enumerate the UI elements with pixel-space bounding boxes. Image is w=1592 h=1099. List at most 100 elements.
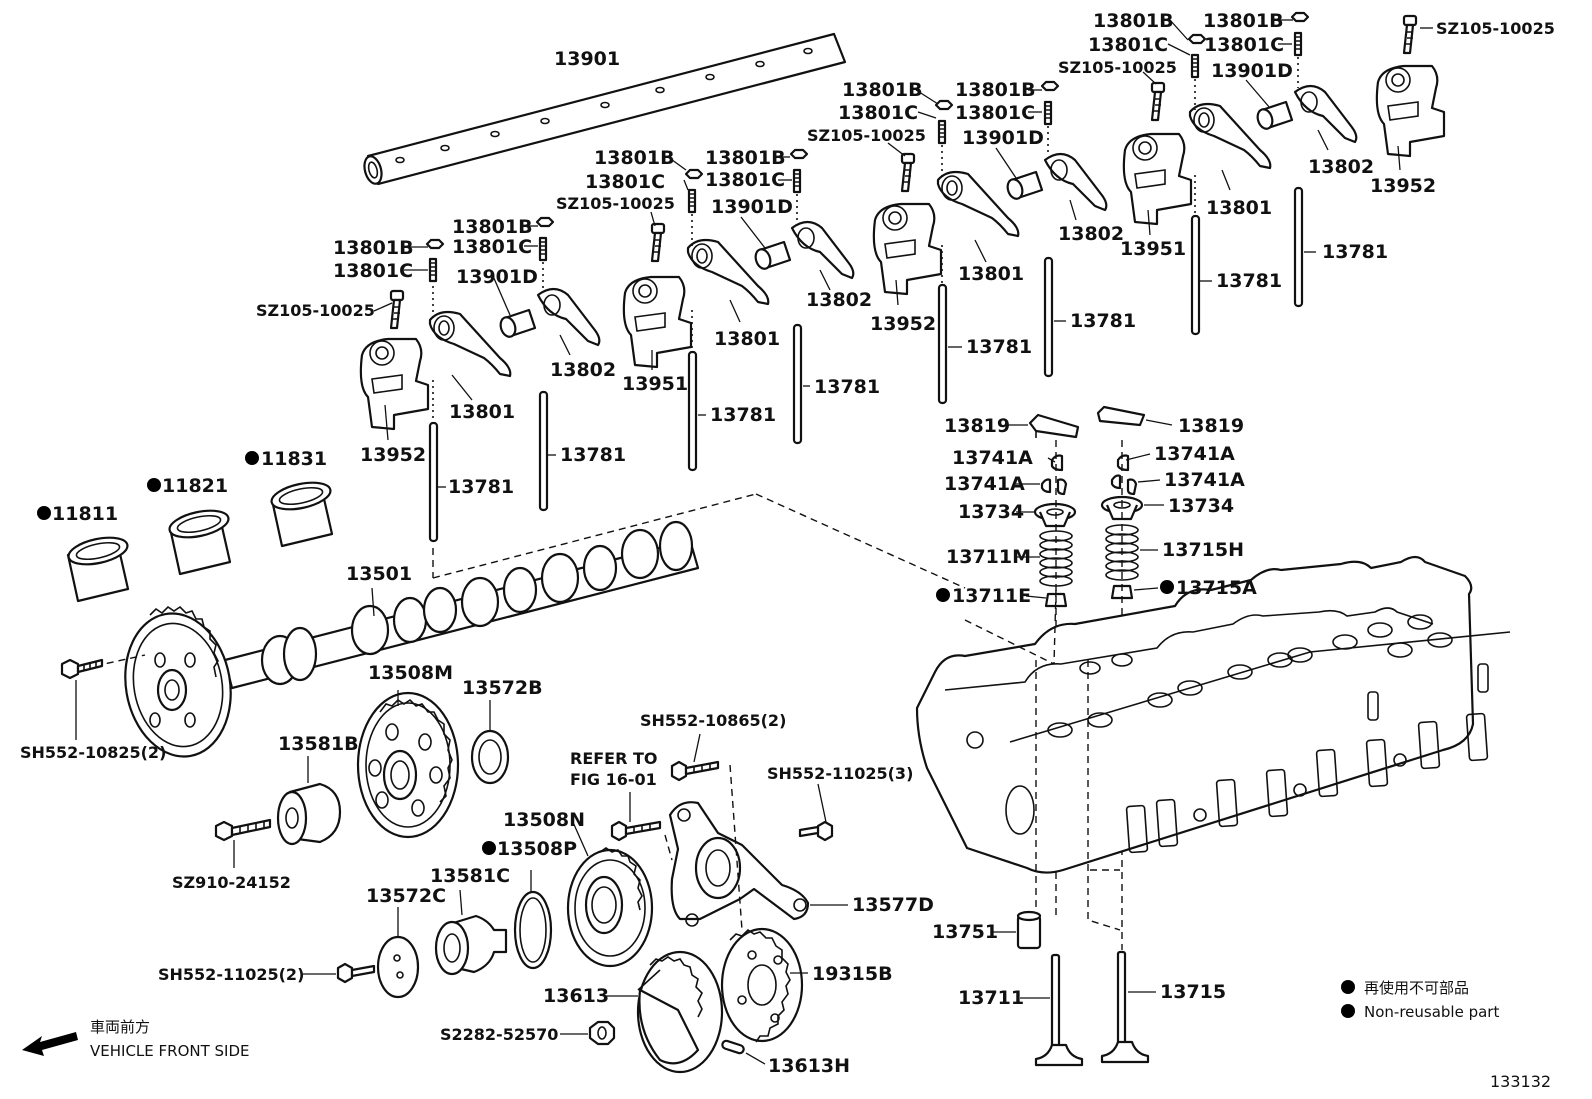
label-s2282-52570: S2282-52570 [440, 1025, 558, 1044]
label-13801c-4: 13801C [705, 169, 785, 191]
valve-locks-right [1110, 454, 1138, 496]
label-13801c-5: 13801C [838, 102, 918, 124]
label-13577d: 13577D [852, 894, 934, 916]
label-13801-1: 13801 [449, 401, 515, 423]
valve-key-right [1096, 405, 1146, 427]
label-13781-1: 13781 [448, 476, 514, 498]
rocker-group-8 [1290, 11, 1358, 308]
oring-13508p [513, 890, 553, 970]
label-13952-5: 13952 [870, 313, 936, 335]
label-13508n: 13508N [503, 809, 585, 831]
label-13901d-3: 13901D [711, 196, 793, 218]
plate-13572c [376, 935, 420, 999]
valve-stem-seal-right [1110, 584, 1134, 600]
label-11821: 11821 [162, 475, 228, 497]
figure-number: 133132 [1490, 1072, 1551, 1091]
label-sz105-1: SZ105-10025 [256, 301, 375, 320]
label-13802-6: 13802 [1058, 223, 1124, 245]
nut-s2282 [588, 1020, 616, 1046]
label-13781-8: 13781 [1322, 241, 1388, 263]
leader-lines [75, 19, 1433, 1065]
rocker-group-4 [789, 148, 855, 445]
label-13901d-7: 13901D [1211, 60, 1293, 82]
label-13711: 13711 [958, 987, 1024, 1009]
label-sh552-11025-2: SH552-11025(2) [158, 965, 304, 984]
label-13801b-3: 13801B [594, 147, 675, 169]
label-13781-6: 13781 [1070, 310, 1136, 332]
label-sz105-9: SZ105-10025 [1436, 19, 1555, 38]
part-labels: 13901 13801B 13801C SZ105-10025 13901D 1… [20, 10, 1555, 1077]
label-13819-right: 13819 [1178, 415, 1244, 437]
label-13801b-6: 13801B [955, 79, 1036, 101]
hub-13581b [276, 782, 342, 846]
label-13715a: 13715A [1176, 577, 1257, 599]
rocker-group-2 [535, 216, 601, 512]
gear-13613 [636, 950, 724, 1074]
legend-bullet-en [1341, 1004, 1355, 1018]
valve-locks-left [1040, 454, 1068, 496]
label-19315b: 19315B [812, 963, 893, 985]
pin-13613h [721, 1039, 745, 1055]
label-13801c-7: 13801C [1088, 34, 1168, 56]
label-11811: 11811 [52, 503, 118, 525]
label-refer-to: REFER TO [570, 749, 658, 768]
gear-13508n [566, 847, 654, 968]
seal-13572b [470, 729, 510, 785]
camshaft-bushings [66, 481, 334, 603]
label-13801b-5: 13801B [842, 79, 923, 101]
label-13508p: 13508P [497, 838, 577, 860]
label-13801-5: 13801 [958, 263, 1024, 285]
label-13613h: 13613H [768, 1055, 850, 1077]
gear-19315b [720, 927, 804, 1043]
label-13801b-4: 13801B [705, 147, 786, 169]
label-sh552-10825: SH552-10825(2) [20, 743, 166, 762]
idler-gear-13508m [356, 691, 460, 839]
label-13819-left: 13819 [944, 415, 1010, 437]
label-13952-1: 13952 [360, 444, 426, 466]
label-13734-left: 13734 [958, 501, 1024, 523]
valve-key-left [1028, 413, 1080, 439]
label-13572c: 13572C [366, 885, 446, 907]
label-13781-3: 13781 [710, 404, 776, 426]
legend-bullet-jp [1341, 980, 1355, 994]
spring-retainer-left [1033, 502, 1077, 528]
front-arrow-icon [22, 1032, 78, 1056]
label-13802-4: 13802 [806, 289, 872, 311]
label-sz105-7: SZ105-10025 [1058, 58, 1177, 77]
direction-en: VEHICLE FRONT SIDE [90, 1042, 250, 1060]
label-13801b-7: 13801B [1093, 10, 1174, 32]
label-13715h: 13715H [1162, 539, 1244, 561]
rocker-group-1 [359, 238, 537, 578]
camshaft [94, 520, 700, 758]
non-reusable-bullets [37, 451, 1174, 855]
label-13508m: 13508M [368, 662, 453, 684]
valve-13711 [1034, 953, 1084, 1067]
label-13781-2: 13781 [560, 444, 626, 466]
label-13741a-l1: 13741A [952, 447, 1033, 469]
rocker-group-7 [1122, 33, 1294, 336]
label-sh552-10865: SH552-10865(2) [640, 711, 786, 730]
label-13781-5: 13781 [966, 336, 1032, 358]
label-13901d-5: 13901D [962, 127, 1044, 149]
rocker-group-5 [872, 99, 1044, 405]
label-13711m: 13711M [946, 546, 1031, 568]
label-13801b-1: 13801B [333, 237, 414, 259]
label-13801b-2: 13801B [452, 216, 533, 238]
label-13715: 13715 [1160, 981, 1226, 1003]
cam-gear-bolt [60, 658, 104, 680]
label-13801b-8: 13801B [1203, 10, 1284, 32]
vehicle-front-direction: 車両前方 VEHICLE FRONT SIDE [22, 1018, 250, 1060]
label-sz105-3: SZ105-10025 [556, 194, 675, 213]
label-13741a-r2: 13741A [1164, 469, 1245, 491]
plate-bolt [336, 962, 376, 984]
label-11831: 11831 [261, 448, 327, 470]
label-13781-4: 13781 [814, 376, 880, 398]
label-13802-2: 13802 [550, 359, 616, 381]
rocker-shaft [363, 32, 847, 186]
cylinder-head [915, 555, 1511, 931]
rocker-group-3 [622, 168, 792, 472]
legend-jp: 再使用不可部品 [1364, 979, 1469, 997]
label-13801c-1: 13801C [333, 260, 413, 282]
label-13572b: 13572B [462, 677, 543, 699]
label-13801c-8: 13801C [1204, 34, 1284, 56]
